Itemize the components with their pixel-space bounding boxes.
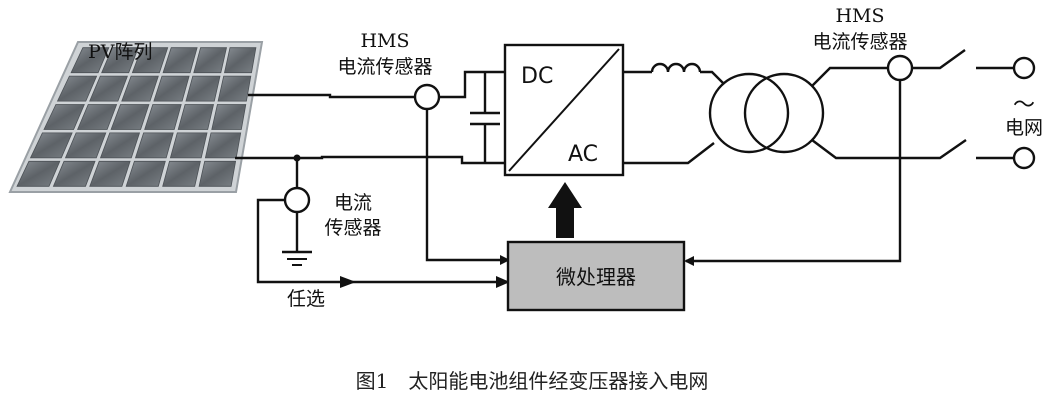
pv-cell <box>162 160 201 187</box>
pv-cell <box>177 104 215 130</box>
grid-wire-top <box>811 66 888 87</box>
pv-cell <box>153 75 190 102</box>
dc-label: DC <box>521 64 553 89</box>
pv-array-label: PV阵列 <box>88 41 153 63</box>
optional-arrow-end <box>496 276 510 288</box>
pv-cell <box>110 104 150 130</box>
ac-wire-bottom <box>623 142 715 165</box>
pv-cell <box>52 160 96 187</box>
inverter-diagonal <box>508 48 620 172</box>
sensor-label-1: 电流 <box>334 192 372 214</box>
pv-cells <box>16 47 257 187</box>
hms-right-signal <box>684 80 902 266</box>
dc-link-capacitor <box>470 72 500 163</box>
pv-cell <box>125 160 166 187</box>
pv-cell <box>64 132 107 159</box>
grid-terminal-bottom <box>1012 146 1036 170</box>
dc-positive-wire-2 <box>440 70 505 99</box>
pv-cell <box>16 160 61 187</box>
pv-cell <box>217 75 252 102</box>
pv-cell <box>185 75 221 102</box>
pv-cell <box>99 132 141 159</box>
figure-caption: 图1 太阳能电池组件经变压器接入电网 <box>356 369 709 393</box>
optional-signal-wire <box>256 198 508 284</box>
ac-symbol: ～ <box>1013 93 1035 118</box>
pv-cell <box>121 75 159 102</box>
hms-right-title: HMS <box>835 5 884 27</box>
pv-cell <box>162 47 198 74</box>
grid-wire-bottom <box>811 139 967 160</box>
hms-sensor-right <box>886 54 914 82</box>
transformer-primary <box>708 72 790 154</box>
hms-left-subtitle: 电流传感器 <box>337 56 432 78</box>
grid-terminal-top <box>1012 56 1036 80</box>
microprocessor-block <box>506 240 686 312</box>
pv-cell <box>43 104 85 130</box>
inductor <box>650 62 702 73</box>
pv-cell <box>70 47 110 74</box>
transformer-secondary <box>743 72 825 154</box>
pv-cell <box>56 75 98 102</box>
microprocessor-label: 微处理器 <box>556 265 636 289</box>
control-arrow <box>548 182 582 238</box>
pv-cell <box>204 132 242 159</box>
ac-label: AC <box>568 142 598 167</box>
grid-switch-top <box>912 49 966 70</box>
pv-cell <box>76 104 118 130</box>
pv-cell <box>211 104 247 130</box>
pv-cell <box>224 47 257 74</box>
pv-cell <box>198 160 237 187</box>
optional-arrow <box>340 276 356 288</box>
pv-cell <box>101 47 139 74</box>
pv-cell <box>169 132 208 159</box>
grid-label: 电网 <box>1005 117 1043 139</box>
current-sensor <box>283 186 311 214</box>
hms-sensor-left <box>413 83 441 111</box>
dc-positive-wire <box>248 93 415 99</box>
pv-panel <box>8 41 264 193</box>
hms-left-signal <box>425 109 510 265</box>
sensor-label-2: 传感器 <box>324 217 381 239</box>
ac-wire-top-2 <box>700 70 725 85</box>
pv-cell <box>89 75 128 102</box>
hms-right-subtitle: 电流传感器 <box>812 31 907 53</box>
hms-left-title: HMS <box>360 30 409 52</box>
pv-cell <box>134 132 174 159</box>
pv-cell <box>29 132 73 159</box>
pv-cell <box>131 47 169 74</box>
ground-icon <box>282 250 312 266</box>
pv-cell <box>144 104 182 130</box>
pv-cell <box>89 160 131 187</box>
optional-label: 任选 <box>287 288 325 310</box>
dc-negative-wire <box>235 155 505 165</box>
pv-cell <box>193 47 228 74</box>
